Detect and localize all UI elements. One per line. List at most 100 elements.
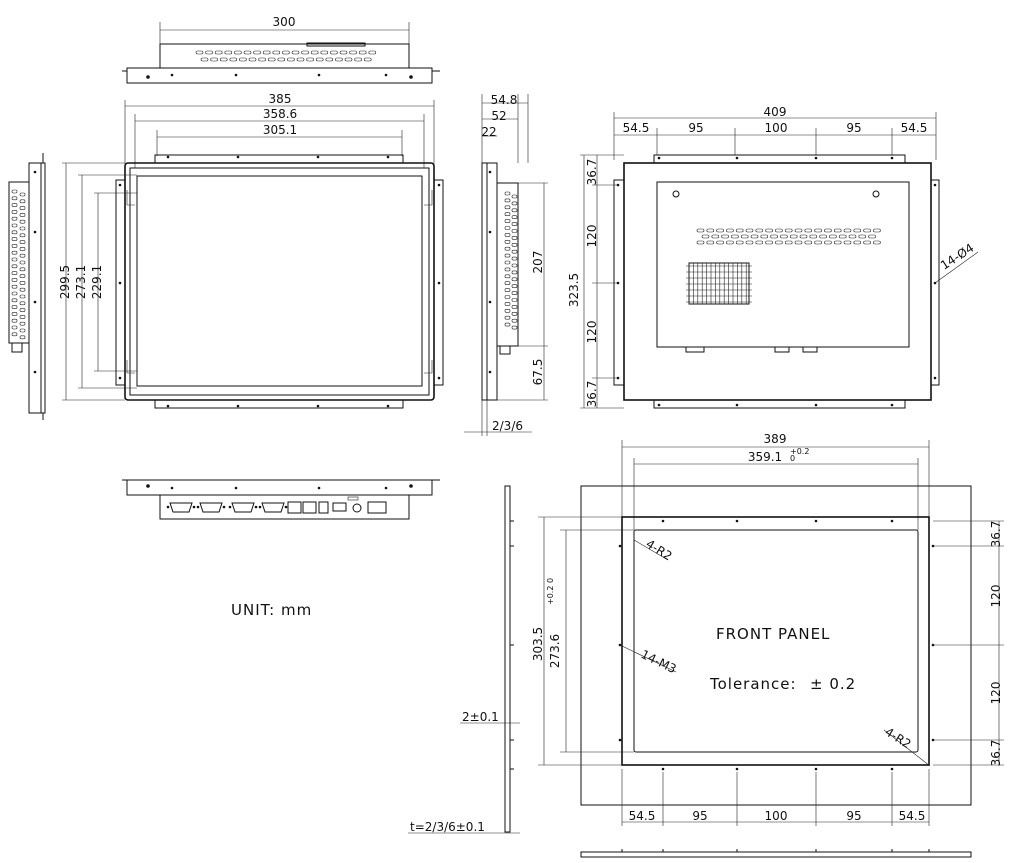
vent-slot	[11, 264, 18, 269]
vent-slot	[339, 50, 348, 55]
vent-slot	[19, 199, 26, 204]
vent-slot	[19, 213, 26, 217]
dim-67-5: 67.5	[531, 359, 545, 386]
panel-width-tol-upper: +0.2	[790, 447, 809, 456]
vent-slot	[863, 240, 871, 245]
vent-slot	[19, 335, 26, 340]
side-vents	[11, 189, 26, 340]
vent-slot	[330, 50, 338, 55]
vent-slot	[511, 215, 518, 219]
vent-slot	[277, 57, 286, 62]
vent-slot	[809, 234, 818, 239]
vent-slot	[262, 50, 271, 55]
rear-height-323-5: 323.5	[567, 273, 581, 307]
vent-slot	[511, 270, 518, 275]
vent-slot	[740, 234, 749, 239]
vent-slot	[315, 57, 324, 62]
dim-358-6: 358.6	[263, 107, 297, 121]
vent-slot	[511, 291, 518, 295]
vent-slot	[11, 305, 18, 309]
corner-callout-bottom: 4-R2	[882, 725, 913, 752]
vent-slot	[11, 223, 18, 228]
top-vents	[195, 50, 377, 62]
vent-slot	[258, 57, 266, 62]
vent-slot	[504, 288, 511, 292]
vent-slot	[11, 318, 18, 323]
vent-slot	[354, 57, 362, 62]
rear-seg-1: 54.5	[623, 121, 650, 135]
vent-slot	[770, 234, 778, 239]
vent-slot	[511, 243, 518, 247]
vent-slot	[799, 234, 808, 239]
vent-slot	[11, 237, 18, 241]
vent-slot	[19, 267, 26, 272]
vent-slot	[19, 321, 26, 326]
rear-hole-callout: 14-Ø4	[938, 241, 976, 273]
panel-width-389: 389	[764, 432, 787, 446]
vent-slot	[511, 284, 518, 289]
vent-slot	[843, 228, 852, 233]
vent-slot	[511, 311, 518, 316]
panel-right-seg-1: 36.7	[989, 521, 1003, 548]
rear-seg-5: 54.5	[901, 121, 928, 135]
vent-slot	[19, 240, 26, 244]
vent-slot	[511, 325, 518, 330]
vent-slot	[19, 206, 26, 210]
top-view: 300	[122, 15, 440, 84]
dim-305-1: 305.1	[263, 123, 297, 137]
vent-slot	[504, 281, 511, 286]
rear-width-409: 409	[764, 105, 787, 119]
vent-slot	[19, 247, 26, 251]
vent-slot	[11, 230, 18, 235]
vent-slot	[696, 240, 705, 245]
vent-slot	[320, 50, 329, 55]
dim-22: 22	[481, 125, 496, 139]
vent-slot	[282, 50, 290, 55]
dim-273-1: 273.1	[74, 265, 88, 299]
vent-slot	[344, 57, 353, 62]
vent-slot	[349, 50, 357, 55]
dim-52: 52	[491, 109, 506, 123]
vent-slot	[511, 263, 518, 268]
vent-slot	[504, 274, 511, 279]
screw-dot	[254, 505, 258, 509]
screw-dot	[196, 505, 200, 509]
vent-slot	[195, 50, 204, 55]
vent-slot	[716, 228, 724, 233]
vent-slot	[11, 291, 18, 296]
panel-bottom-seg-3: 100	[765, 809, 788, 823]
vent-slot	[19, 315, 26, 319]
panel-width-tol-lower: 0	[790, 454, 795, 463]
vent-slot	[858, 234, 867, 239]
vent-slot	[210, 57, 218, 62]
vent-slot	[291, 50, 300, 55]
vent-slot	[804, 228, 813, 233]
vent-slot	[19, 294, 26, 299]
vent-slot	[755, 240, 764, 245]
power-jack	[352, 503, 362, 513]
front-panel-cutout: 389 359.1 +0.2 0 FRONT PANEL Tolerance: …	[531, 432, 1004, 858]
io-ports	[166, 496, 387, 514]
vent-slot	[504, 240, 511, 244]
vent-slot	[19, 233, 26, 238]
screw-callout: 14-M3	[639, 647, 679, 676]
vent-slot	[19, 226, 26, 231]
screw-dot	[166, 505, 170, 509]
vent-slot	[726, 228, 734, 233]
panel-bottom-seg-4: 95	[846, 809, 861, 823]
vent-slot	[243, 50, 252, 55]
vent-slot	[19, 219, 26, 224]
vent-slot	[229, 57, 238, 62]
vent-slot	[794, 228, 803, 233]
vent-slot	[504, 233, 511, 237]
panel-right-seg-2: 120	[989, 585, 1003, 608]
bottom-io-view	[122, 479, 440, 520]
dim-54-8: 54.8	[491, 93, 518, 107]
vent-slot	[504, 198, 511, 203]
vent-slot	[873, 240, 881, 245]
vent-slot	[205, 50, 213, 55]
vent-slot	[780, 234, 788, 239]
rear-seg-2: 95	[688, 121, 703, 135]
